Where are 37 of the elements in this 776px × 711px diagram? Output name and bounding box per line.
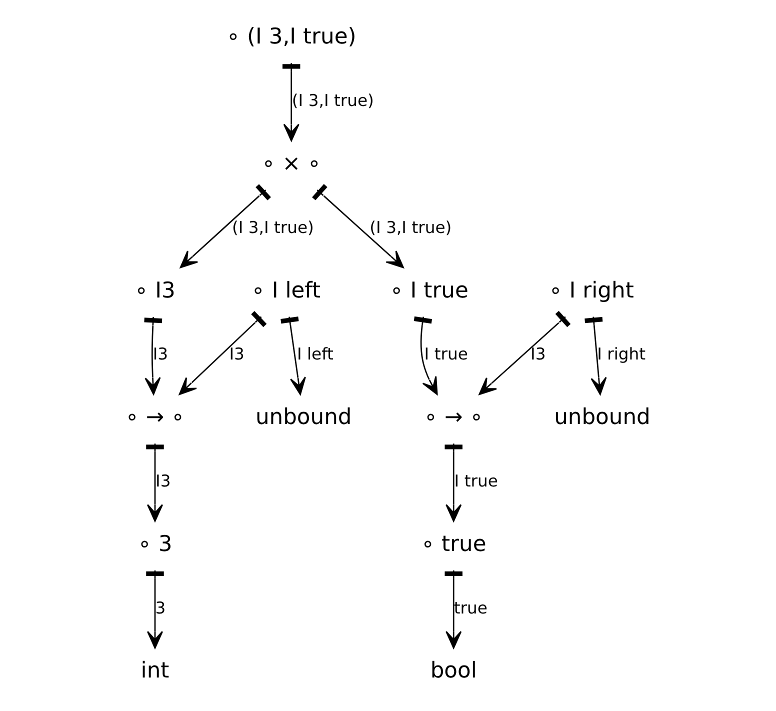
edge-label: (I 3,I true) xyxy=(291,91,374,110)
node-text: ∘ I left xyxy=(250,278,320,304)
node-text: ∘ × ∘ xyxy=(261,151,321,176)
arrow xyxy=(584,316,606,395)
edge-label: I3 xyxy=(152,344,168,364)
arrow xyxy=(413,316,438,395)
node-text: ∘ 3 xyxy=(137,532,172,557)
edge-label: I3 xyxy=(155,472,170,491)
arrow xyxy=(178,311,266,395)
arrow xyxy=(444,444,462,522)
node-text: unbound xyxy=(554,405,650,430)
arrow xyxy=(478,310,570,395)
edge-label: I3 xyxy=(530,344,546,364)
node-text: int xyxy=(140,658,169,684)
edge-label: I true xyxy=(424,344,468,364)
arrow xyxy=(312,184,404,268)
arrow xyxy=(144,317,162,395)
edge-label: I left xyxy=(296,344,333,364)
node-text: ∘ → ∘ xyxy=(124,405,184,430)
edge-label: (I 3,I true) xyxy=(231,218,314,237)
node-text: ∘ I3 xyxy=(134,278,175,304)
node-text: ∘ true xyxy=(420,532,486,557)
arrow xyxy=(444,570,462,649)
node-text: ∘ I right xyxy=(548,278,634,304)
edge-label: (I 3,I true) xyxy=(369,218,452,237)
edge-label: I true xyxy=(454,472,498,491)
node-text: bool xyxy=(430,658,476,684)
node-text: ∘ → ∘ xyxy=(423,405,483,430)
arrow xyxy=(280,316,306,395)
node-text: unbound xyxy=(254,405,352,430)
node-text: ∘ I true xyxy=(389,278,468,304)
edge-label: I3 xyxy=(228,344,244,364)
arrow xyxy=(282,63,300,142)
edge-label: 3 xyxy=(154,598,166,618)
arrow xyxy=(179,184,270,268)
edge-label: I right xyxy=(596,344,646,364)
node-text: ∘ (I 3,I true) xyxy=(226,24,356,50)
